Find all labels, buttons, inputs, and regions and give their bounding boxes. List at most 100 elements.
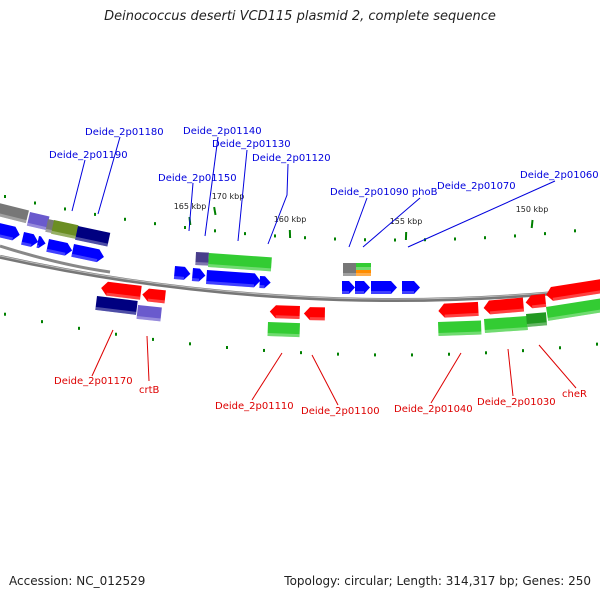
forward-gene <box>173 266 191 280</box>
forward-gene-body <box>71 244 104 263</box>
reverse-gene <box>438 301 479 318</box>
cog-block <box>356 263 371 270</box>
cog-block-shade <box>45 228 53 234</box>
forward-gene-body <box>0 222 20 241</box>
reverse-gene-shade <box>444 312 479 318</box>
tick-mark <box>454 237 456 241</box>
cog-block <box>75 226 111 247</box>
reverse-gene-shade <box>106 292 141 300</box>
reverse-gene-shade <box>552 289 600 301</box>
major-tick <box>530 219 534 229</box>
gene-label-reverse: Deide_2p01030 <box>477 397 556 408</box>
cog-block <box>484 316 528 333</box>
tick-mark <box>304 236 306 240</box>
tick-mark <box>78 326 80 330</box>
reverse-gene-shade <box>275 315 300 320</box>
tick-mark <box>559 346 561 350</box>
gene-label-reverse: crtB <box>139 385 160 396</box>
forward-gene-body <box>191 268 206 282</box>
cog-block-shade <box>95 306 137 315</box>
tick-mark <box>596 342 598 346</box>
cog-block-shade <box>208 263 272 272</box>
tick-label: 165 kbp <box>174 202 207 211</box>
forward-gene <box>402 281 420 294</box>
cog-block-shade <box>356 267 371 270</box>
forward-gene-body <box>206 270 261 288</box>
backbone-arc <box>0 254 600 302</box>
forward-gene-body <box>46 239 73 256</box>
tick-mark <box>274 234 276 238</box>
forward-gene-shade <box>0 232 13 241</box>
forward-gene-shade <box>371 291 391 294</box>
forward-gene-body <box>173 266 191 280</box>
reverse-gene-body <box>525 293 547 309</box>
cog-block-shade <box>356 273 371 276</box>
cog-block-body <box>356 263 371 270</box>
tick-mark <box>411 353 413 357</box>
cog-block-body <box>484 316 528 333</box>
tick-mark <box>364 238 366 242</box>
forward-gene-body <box>342 281 355 294</box>
tick-mark <box>189 342 191 346</box>
forward-gene-shade <box>173 275 185 280</box>
tick-label: 160 kbp <box>274 215 307 224</box>
gene-label-forward: Deide_2p01190 <box>49 150 128 161</box>
cog-block-shade <box>547 308 600 321</box>
forward-gene-shade <box>342 291 349 294</box>
forward-gene <box>0 222 20 241</box>
major-tick <box>288 229 292 239</box>
cog-block-body <box>26 212 50 231</box>
cog-block-body <box>356 270 371 276</box>
gene-label-forward: Deide_2p01060 <box>520 170 599 181</box>
tick-mark <box>4 194 6 198</box>
reverse-gene-body <box>546 278 600 301</box>
cog-block-shade <box>75 236 108 247</box>
tick-label: 155 kbp <box>390 217 423 226</box>
forward-gene-body <box>371 281 397 294</box>
leader-line <box>538 344 577 389</box>
forward-gene-body <box>355 281 370 294</box>
tick-mark <box>34 201 36 205</box>
cog-block-body <box>95 296 138 315</box>
reverse-gene <box>101 281 142 300</box>
cog-block <box>51 220 79 239</box>
cog-block-shade <box>484 326 528 333</box>
tick-mark <box>448 352 450 356</box>
gene-label-forward: Deide_2p01140 <box>183 126 262 137</box>
forward-gene-shade <box>191 277 200 282</box>
cog-block-shade <box>343 273 356 276</box>
tick-mark <box>300 351 302 355</box>
cog-block-shade <box>136 315 161 322</box>
tick-mark <box>226 345 228 349</box>
forward-gene <box>191 268 206 282</box>
forward-gene <box>71 244 104 263</box>
tick-mark <box>522 349 524 353</box>
tick-mark <box>4 312 6 316</box>
gene-label-reverse: Deide_2p01100 <box>301 406 380 417</box>
forward-gene <box>36 236 46 249</box>
gene-label-forward: Deide_2p01150 <box>158 173 237 184</box>
backbone-shadow <box>0 244 111 274</box>
cog-block-body <box>546 297 600 321</box>
forward-gene-shade <box>46 248 66 256</box>
leader-line <box>362 197 421 248</box>
cog-block <box>0 201 29 224</box>
forward-gene-shade <box>21 241 32 247</box>
gene-label-forward: Deide_2p01130 <box>212 139 291 150</box>
tick-label: 150 kbp <box>516 205 549 214</box>
gene-label-reverse: Deide_2p01110 <box>215 401 294 412</box>
forward-gene-body <box>21 232 39 247</box>
tick-mark <box>154 222 156 226</box>
cog-block-body <box>75 226 111 247</box>
gene-label-reverse: cheR <box>562 389 587 400</box>
leader-line <box>430 352 462 404</box>
reverse-gene-shade <box>147 298 165 304</box>
tick-mark <box>485 351 487 355</box>
reverse-gene <box>142 288 166 304</box>
reverse-gene <box>269 305 300 320</box>
reverse-gene-body <box>101 281 142 300</box>
gene-label-forward: Deide_2p01090 phoB <box>330 187 438 198</box>
forward-gene <box>342 281 355 294</box>
leader-line <box>407 180 556 248</box>
